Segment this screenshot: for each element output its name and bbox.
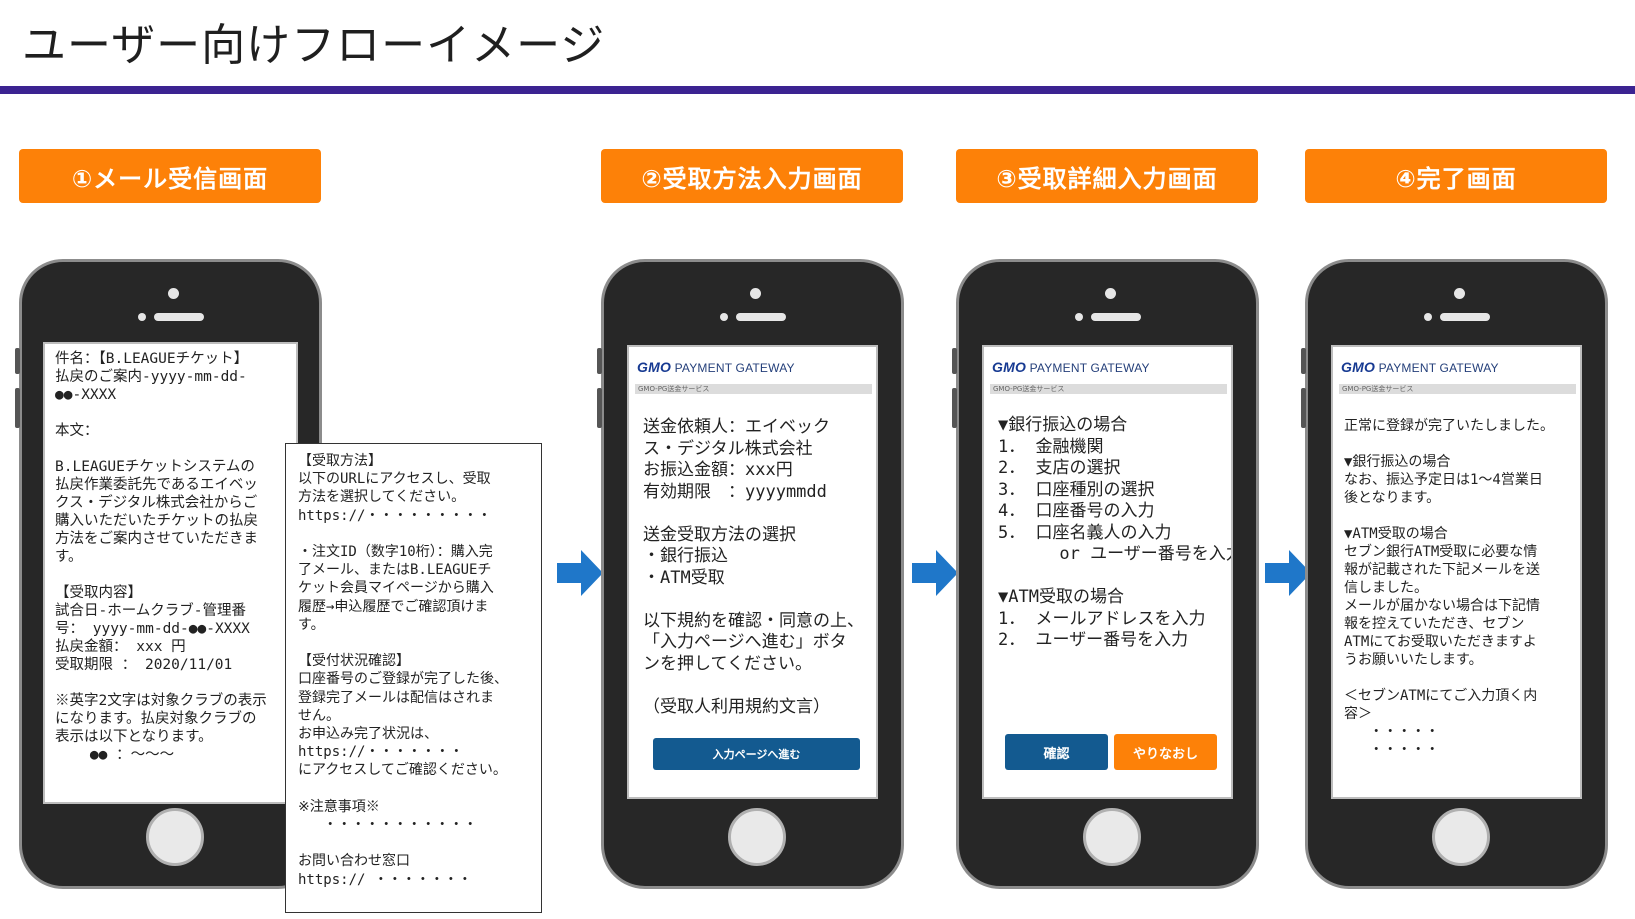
speaker-icon [1091,313,1141,321]
details-body: ▼銀行振込の場合 1． 金融機関 2． 支店の選択 3． 口座種別の選択 4． … [998,415,1233,650]
gmo-logo: GMO PAYMENT GATEWAY [1341,359,1499,375]
step-4-header: ④完了画面 [1305,149,1607,203]
gmo-logo: GMO PAYMENT GATEWAY [992,359,1150,375]
complete-screen: GMO PAYMENT GATEWAY GMO-PG送金サービス 正常に登録が完… [1331,345,1582,799]
phone-method: GMO PAYMENT GATEWAY GMO-PG送金サービス 送金依頼人：エ… [597,259,904,889]
phone-side-button [597,388,602,428]
sensor-icon [720,313,728,321]
speaker-icon [736,313,786,321]
arrow-right-icon [557,550,603,596]
title-divider [0,86,1635,94]
phone-side-button [597,348,602,374]
phone-details: GMO PAYMENT GATEWAY GMO-PG送金サービス ▼銀行振込の場… [952,259,1259,889]
method-screen: GMO PAYMENT GATEWAY GMO-PG送金サービス 送金依頼人：エ… [627,345,878,799]
mail-screen: 件名：【B.LEAGUEチケット】 払戻のご案内-yyyy-mm-dd- ●●-… [43,342,298,804]
phone-side-button [15,348,20,374]
phone-side-button [952,348,957,374]
service-subheader: GMO-PG送金サービス [990,384,1227,394]
service-subheader: GMO-PG送金サービス [1339,384,1576,394]
step-1-header: ①メール受信画面 [19,149,321,203]
phone-side-button [15,388,20,428]
phone-complete: GMO PAYMENT GATEWAY GMO-PG送金サービス 正常に登録が完… [1301,259,1608,889]
phone-side-button [1301,348,1306,374]
service-subheader: GMO-PG送金サービス [635,384,872,394]
sensor-icon [1424,313,1432,321]
mail-continuation-body: 【受取方法】 以下のURLにアクセスし、受取 方法を選択してください。 http… [298,453,508,888]
proceed-to-input-button[interactable]: 入力ページへ進む [653,738,860,770]
home-button[interactable] [728,808,786,866]
method-body: 送金依頼人：エイベック ス・デジタル株式会社 お振込金額：xxx円 有効期限 ：… [643,417,864,717]
camera-icon [750,288,761,299]
mail-body: 件名：【B.LEAGUEチケット】 払戻のご案内-yyyy-mm-dd- ●●-… [55,351,267,763]
confirm-button[interactable]: 確認 [1005,734,1108,770]
camera-icon [1454,288,1465,299]
arrow-right-icon [912,550,958,596]
sensor-icon [1075,313,1083,321]
gmo-logo: GMO PAYMENT GATEWAY [637,359,795,375]
phone-side-button [1301,388,1306,428]
arrow-right-icon [1265,550,1311,596]
redo-button[interactable]: やりなおし [1114,734,1217,770]
camera-icon [168,288,179,299]
page-title: ユーザー向けフローイメージ [22,20,606,71]
home-button[interactable] [1083,808,1141,866]
step-2-header: ②受取方法入力画面 [601,149,903,203]
speaker-icon [154,313,204,321]
home-button[interactable] [146,808,204,866]
mail-continuation-panel: 【受取方法】 以下のURLにアクセスし、受取 方法を選択してください。 http… [285,443,542,913]
details-screen: GMO PAYMENT GATEWAY GMO-PG送金サービス ▼銀行振込の場… [982,345,1233,799]
home-button[interactable] [1432,808,1490,866]
phone-mail: 件名：【B.LEAGUEチケット】 払戻のご案内-yyyy-mm-dd- ●●-… [15,259,322,889]
complete-body: 正常に登録が完了いたしました。 ▼銀行振込の場合 なお、振込予定日は1～4営業日… [1344,418,1554,758]
sensor-icon [138,313,146,321]
camera-icon [1105,288,1116,299]
phone-side-button [952,388,957,428]
speaker-icon [1440,313,1490,321]
step-3-header: ③受取詳細入力画面 [956,149,1258,203]
